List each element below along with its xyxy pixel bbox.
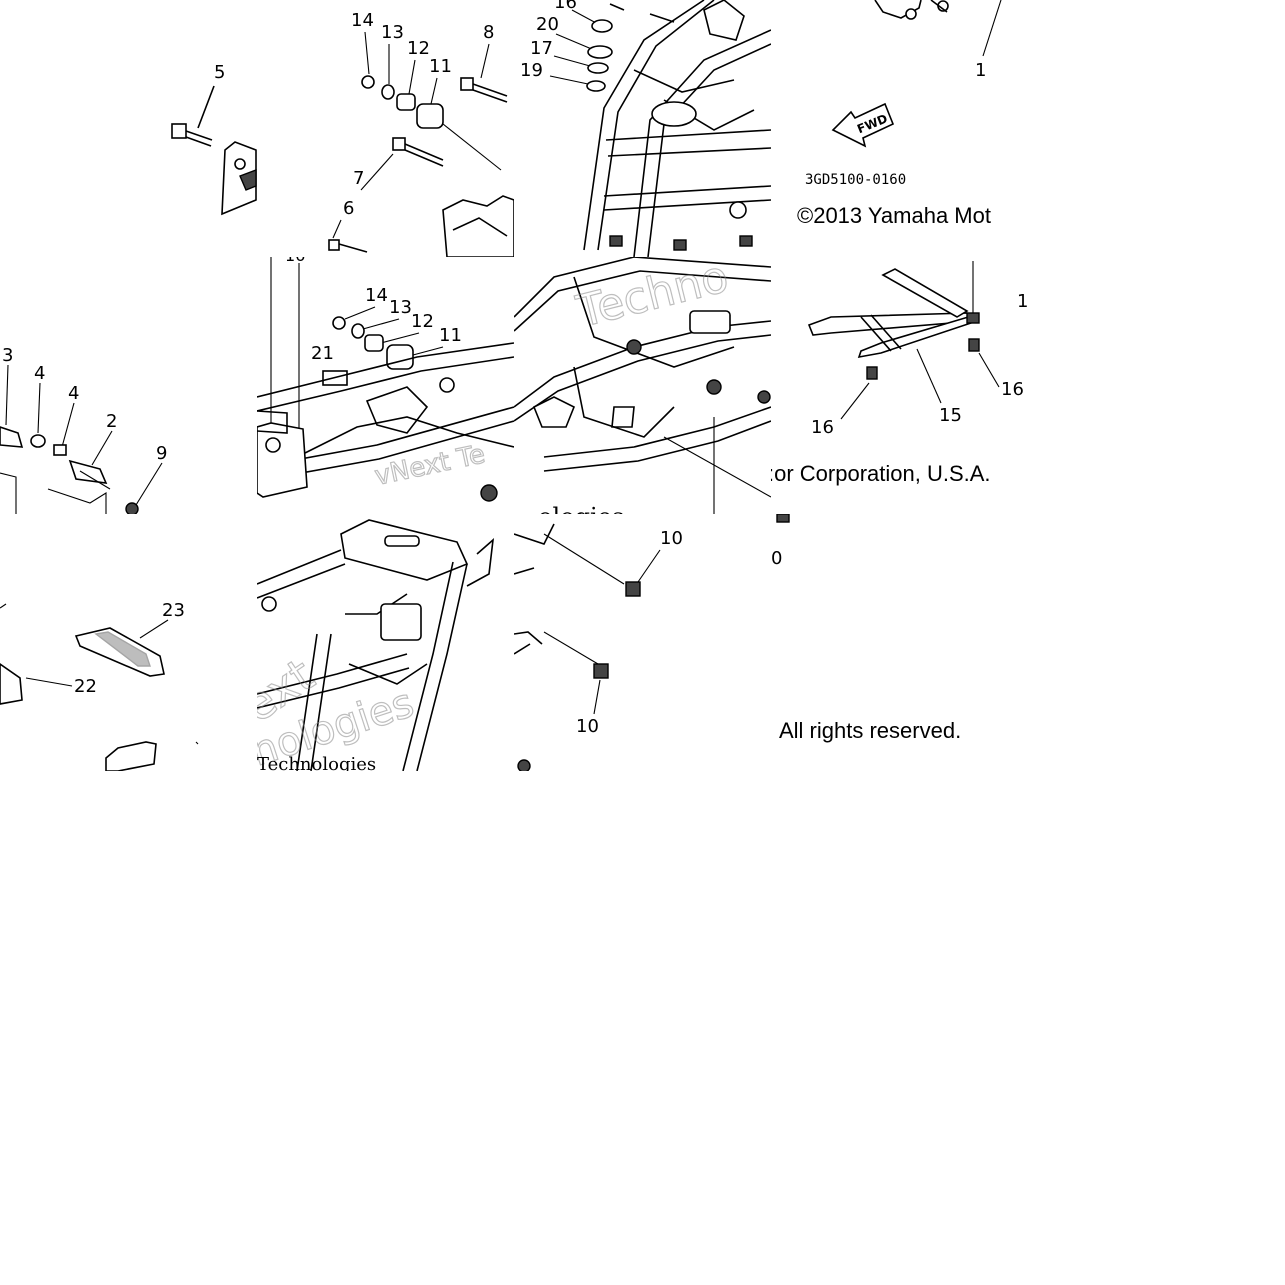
callout: 11: [429, 56, 452, 77]
callout: 12: [407, 38, 430, 59]
callout: 4: [34, 363, 45, 384]
nut-0-drawing: 0: [771, 514, 790, 569]
frame-front-drawing: 16 20 17 19: [520, 0, 771, 257]
upper-mounts-drawing: 14 13 12 11 8 7 6: [328, 10, 514, 257]
callout: 12: [411, 311, 434, 332]
callout: 13: [389, 297, 412, 318]
callout: 6: [343, 198, 354, 219]
callout: 16: [1017, 291, 1028, 312]
callout: 8: [483, 22, 494, 43]
copyright-line-1: ©2013 Yamaha Mot: [797, 203, 991, 228]
callout: 7: [353, 168, 364, 189]
callout: 10: [660, 528, 683, 549]
rear-subframe-drawing: ext nologies Technologies: [257, 519, 495, 771]
callout: 3: [2, 345, 13, 366]
nuts-10-drawing: 10 10: [514, 523, 683, 771]
watermark-text: Technologies: [257, 754, 376, 771]
callout: 14: [365, 285, 388, 306]
callout: 9: [156, 443, 167, 464]
footrest-bracket-drawing: 3 4 4 2 9: [0, 345, 167, 514]
tile-nuts-10: 10 10: [514, 514, 771, 771]
callout: 21: [311, 343, 334, 364]
tile-frame-side: Techno ologies: [514, 257, 771, 514]
callout: 1: [975, 60, 986, 81]
tile-rear-frame: 24 14 13 12 11 21 16: [257, 257, 514, 514]
tile-fwd-label: 1 FWD 3GD5100-0160 ©2013 Yamaha Mot: [771, 0, 1028, 257]
callout: 13: [381, 22, 404, 43]
callout: 19: [520, 60, 543, 81]
callout: 16: [811, 417, 834, 438]
callout: 16: [285, 257, 305, 265]
fwd-arrow-drawing: 1 FWD 3GD5100-0160: [805, 0, 1002, 188]
guards-drawing: 23 22: [0, 600, 199, 771]
tile-bracket-15: 16 16 15 16 :or Corporation, U.S.A.: [771, 257, 1028, 514]
bolt-5-drawing: 5: [171, 62, 257, 216]
callout: 4: [68, 383, 79, 404]
watermark-text: ologies: [538, 503, 624, 514]
callout: 2: [106, 411, 117, 432]
tile-footrest-bracket: 3 4 4 2 9: [0, 257, 257, 514]
callout: 11: [439, 325, 462, 346]
copyright-line-3: All rights reserved.: [779, 718, 962, 743]
frame-side-drawing: Techno ologies: [514, 257, 771, 514]
callout: 15: [939, 405, 962, 426]
callout: 23: [162, 600, 185, 621]
callout: 10: [576, 716, 599, 737]
callout: 22: [74, 676, 97, 697]
copyright-line-2: :or Corporation, U.S.A.: [771, 461, 991, 486]
callout: 14: [351, 10, 374, 31]
tile-rear-subframe: ext nologies Technologies: [257, 514, 514, 771]
callout: 20: [536, 14, 559, 35]
watermark-text: vNext Te: [372, 439, 487, 492]
tile-frame-front: 16 20 17 19: [514, 0, 771, 257]
callout: 0: [771, 548, 782, 569]
part-code: 3GD5100-0160: [805, 172, 906, 188]
callout: 16: [1001, 379, 1024, 400]
tile-guards: 23 22: [0, 514, 257, 771]
tile-bolt-5: 5: [0, 0, 257, 257]
fwd-arrow-icon: FWD: [831, 102, 895, 148]
callout: 17: [530, 38, 553, 59]
tile-upper-mounts: 14 13 12 11 8 7 6: [257, 0, 514, 257]
bracket-15-drawing: 16 16 15 16: [807, 261, 1028, 438]
rear-frame-drawing: 24 14 13 12 11 21 16: [257, 257, 514, 502]
callout: 5: [214, 62, 225, 83]
tile-rights: 0 All rights reserved.: [771, 514, 1028, 771]
callout: 16: [554, 0, 577, 13]
